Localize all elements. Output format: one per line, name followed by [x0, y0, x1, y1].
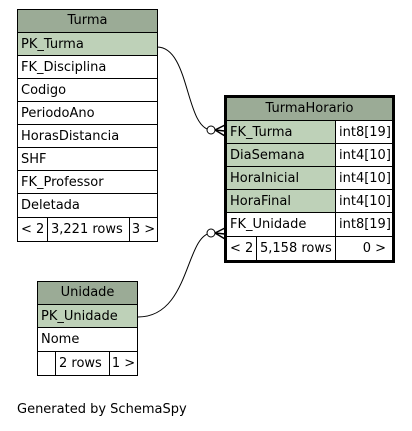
table-title[interactable]: TurmaHorario — [227, 98, 392, 121]
column-name: HoraFinal — [227, 190, 335, 212]
column-name: Nome — [41, 332, 80, 347]
column-type: int8[19] — [335, 121, 392, 143]
column-row[interactable]: FK_Disciplina — [18, 56, 157, 79]
table-title[interactable]: Unidade — [38, 282, 137, 305]
column-name: HorasDistancia — [21, 129, 120, 144]
column-name: FK_Turma — [227, 121, 335, 143]
table-title[interactable]: Turma — [18, 10, 157, 33]
children-link[interactable]: 3 > — [131, 222, 156, 237]
column-name: SHF — [21, 152, 47, 167]
column-name: FK_Disciplina — [21, 60, 107, 75]
children-link[interactable]: 1 > — [111, 356, 136, 371]
crowfoot-many-icon — [214, 227, 226, 240]
column-name: FK_Unidade — [230, 217, 307, 232]
generated-by-label: Generated by SchemaSpy — [17, 402, 187, 417]
column-row[interactable]: Nome — [38, 328, 137, 351]
parents-link[interactable]: < 2 — [227, 237, 257, 260]
column-name: PeriodoAno — [21, 106, 95, 121]
column-row[interactable]: FK_Unidade int8[19] — [227, 213, 392, 236]
parents-link[interactable] — [38, 352, 56, 375]
column-name: PK_Unidade — [38, 305, 137, 327]
table-footer: 2 rows 1 > — [38, 351, 137, 375]
row-count: 5,158 rows — [257, 237, 336, 260]
row-count: 3,221 rows — [48, 218, 130, 241]
column-name: PK_Turma — [18, 33, 157, 55]
table-footer: < 2 5,158 rows 0 > — [227, 236, 392, 260]
column-name: Codigo — [21, 83, 67, 98]
column-type: int4[10] — [335, 190, 392, 212]
column-name: FK_Professor — [21, 175, 104, 190]
column-row[interactable]: FK_Professor — [18, 171, 157, 194]
column-name: DiaSemana — [227, 144, 335, 166]
column-name: HoraInicial — [227, 167, 335, 189]
column-row[interactable]: SHF — [18, 148, 157, 171]
parents-link[interactable]: < 2 — [18, 218, 48, 241]
relationship-turma-turmahorario — [156, 46, 212, 131]
crowfoot-zero-icon — [206, 125, 216, 135]
relationship-unidade-turmahorario — [137, 232, 212, 318]
children-link[interactable]: 0 > — [362, 241, 386, 256]
column-type: int8[19] — [335, 213, 392, 236]
column-name: Deletada — [21, 198, 80, 213]
crowfoot-zero-icon — [206, 228, 216, 238]
column-row[interactable]: Deletada — [18, 194, 157, 217]
column-type: int4[10] — [335, 144, 392, 166]
column-row[interactable]: PK_Unidade — [38, 305, 137, 328]
table-footer: < 2 3,221 rows 3 > — [18, 217, 157, 241]
column-row[interactable]: PeriodoAno — [18, 102, 157, 125]
crowfoot-many-icon — [214, 124, 226, 137]
row-count: 2 rows — [56, 352, 110, 375]
column-row[interactable]: PK_Turma — [18, 33, 157, 56]
column-row[interactable]: Codigo — [18, 79, 157, 102]
column-row[interactable]: HorasDistancia — [18, 125, 157, 148]
column-type: int4[10] — [335, 167, 392, 189]
